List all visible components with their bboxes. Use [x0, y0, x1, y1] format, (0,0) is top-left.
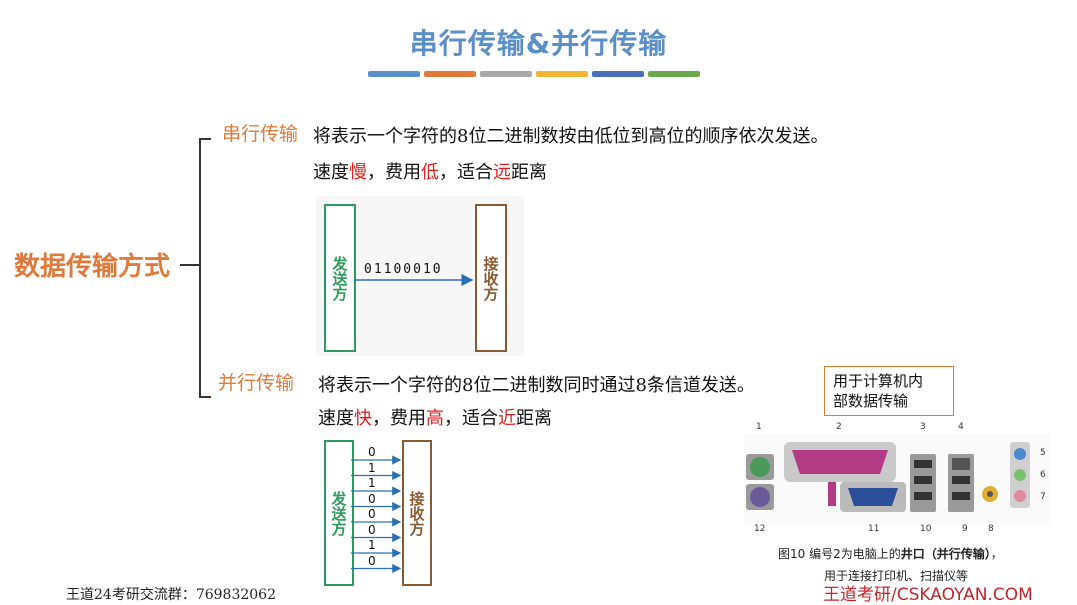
port-number: 11 [868, 524, 880, 534]
parallel-traits: 速度快，费用高，适合近距离 [318, 404, 552, 430]
serial-receiver-box: 接收方 [475, 204, 507, 352]
cost-value: 高 [426, 408, 444, 429]
parallel-arrows [351, 455, 402, 574]
trait-text: ，费用 [372, 408, 426, 429]
port-number: 10 [920, 524, 932, 534]
title-bar-segment [368, 71, 420, 77]
brace-bottom-hook [199, 396, 211, 398]
speed-value: 慢 [349, 162, 367, 183]
motherboard-ports-image [744, 434, 1050, 524]
receiver-label: 接收方 [407, 490, 426, 536]
sender-label: 发送方 [330, 255, 349, 301]
parallel-bit: 0 [368, 522, 376, 537]
trait-text: 距离 [516, 408, 552, 429]
caption-bold: 井口（并行传输） [900, 547, 991, 561]
parallel-bit: 0 [368, 507, 376, 521]
port-number: 1 [756, 422, 762, 432]
title-underline-bars [368, 71, 700, 77]
port-number: 9 [962, 524, 968, 534]
slide-title: 串行传输&并行传输 [409, 27, 668, 60]
serial-label: 串行传输 [222, 123, 299, 145]
figure-caption-line2: 用于连接打印机、扫描仪等 [824, 569, 969, 583]
serial-sender-box: 发送方 [324, 204, 356, 352]
trait-text: ，适合 [444, 408, 498, 429]
note-line: 用于计算机内 [833, 372, 924, 390]
footer-group-info: 王道24考研交流群：769832062 [66, 587, 276, 603]
parallel-bit: 0 [368, 553, 376, 568]
port-number: 12 [754, 524, 766, 534]
footer-brand: 王道考研/CSKAOYAN.COM [823, 585, 1033, 605]
cost-value: 低 [421, 162, 439, 183]
brace-stub [180, 264, 200, 266]
root-label: 数据传输方式 [14, 252, 171, 282]
title-bar-segment [536, 71, 588, 77]
port-number: 7 [1040, 492, 1046, 502]
parallel-bit: 1 [368, 476, 376, 490]
trait-text: 速度 [318, 408, 354, 429]
figure-caption: 图10 编号2为电脑上的井口（并行传输）， [778, 545, 1003, 562]
speed-value: 快 [354, 408, 372, 429]
trait-text: ，适合 [439, 162, 493, 183]
serial-traits: 速度慢，费用低，适合远距离 [313, 158, 547, 184]
parallel-description: 将表示一个字符的8位二进制数同时通过8条信道发送。 [318, 375, 755, 396]
port-number: 3 [920, 422, 926, 432]
parallel-bit: 1 [368, 538, 376, 552]
title-bar-segment [480, 71, 532, 77]
parallel-label: 并行传输 [218, 372, 295, 394]
parallel-receiver-box: 接收方 [402, 440, 432, 586]
parallel-sender-box: 发送方 [324, 440, 354, 586]
caption-prefix: 图10 编号2为电脑上的 [778, 547, 901, 561]
port-number: 5 [1040, 448, 1046, 458]
note-box: 用于计算机内 部数据传输 [824, 366, 954, 416]
brace-top-hook [199, 138, 211, 140]
port-number: 6 [1040, 470, 1046, 480]
trait-text: ，费用 [367, 162, 421, 183]
parallel-bit: 0 [368, 445, 376, 459]
note-line: 部数据传输 [833, 392, 909, 410]
port-number: 8 [988, 524, 994, 534]
port-number: 2 [836, 422, 842, 432]
serial-bits: 01100010 [364, 262, 443, 277]
parallel-bit: 1 [368, 460, 376, 475]
serial-arrow [354, 274, 474, 286]
port-figure: 1 2 3 4 5 6 7 8 9 10 11 12 [744, 420, 1054, 538]
port-number: 4 [958, 422, 964, 432]
distance-value: 远 [493, 162, 511, 183]
serial-diagram: 发送方 接收方 01100010 [316, 196, 524, 356]
trait-text: 速度 [313, 162, 349, 183]
sender-label: 发送方 [329, 490, 348, 536]
caption-suffix: ， [990, 547, 1003, 561]
trait-text: 距离 [511, 162, 547, 183]
parallel-bit: 0 [368, 491, 376, 506]
distance-value: 近 [498, 408, 516, 429]
title-bar-segment [648, 71, 700, 77]
brace-vertical [199, 138, 201, 398]
title-bar-segment [424, 71, 476, 77]
receiver-label: 接收方 [481, 255, 500, 301]
serial-description: 将表示一个字符的8位二进制数按由低位到高位的顺序依次发送。 [313, 126, 829, 147]
title-bar-segment [592, 71, 644, 77]
